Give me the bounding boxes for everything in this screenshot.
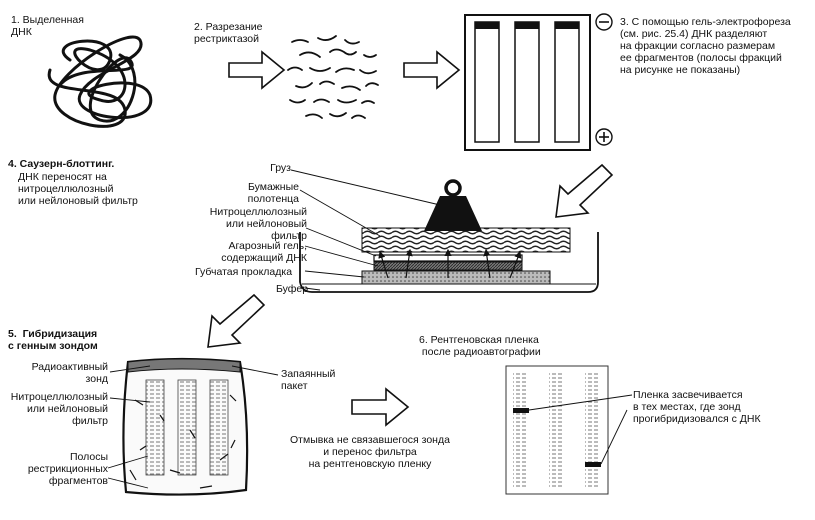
label-probe: Радиоактивный зонд xyxy=(31,361,108,385)
xray-film xyxy=(505,365,609,495)
wash-caption: Отмывка не связавшегося зонда и перенос … xyxy=(290,434,450,470)
arrow-down-left-icon xyxy=(207,293,266,348)
step4-title: 4. Саузерн-блоттинг. xyxy=(8,158,115,170)
step6-title: 6. Рентгеновская пленка после радиоавтог… xyxy=(419,334,541,358)
dna-fragments-icon xyxy=(287,35,379,119)
minus-electrode-icon xyxy=(595,13,613,31)
label-weight: Груз xyxy=(270,162,291,174)
label-filter: Нитроцеллюлозный или нейлоновый фильтр xyxy=(209,206,307,242)
tangled-dna-icon xyxy=(47,35,153,128)
electrophoresis-gel xyxy=(464,14,591,151)
weight-icon xyxy=(424,179,482,231)
sealed-bag xyxy=(122,357,249,496)
film-band-1 xyxy=(513,408,529,413)
blotting-apparatus xyxy=(299,227,599,293)
step1-label: 1. Выделенная ДНК xyxy=(11,14,84,38)
label-buffer: Буфер xyxy=(276,283,309,295)
film-leader-lines xyxy=(528,394,633,465)
film-note: Пленка засвечивается в тех местах, где з… xyxy=(633,389,761,425)
step2-label: 2. Разрезание рестриктазой xyxy=(194,21,263,45)
step5-title: 5. Гибридизация с генным зондом xyxy=(8,328,98,352)
plus-electrode-icon xyxy=(595,128,613,146)
label-bands: Полосы рестрикционных фрагментов xyxy=(27,451,108,487)
arrow-down-left-icon xyxy=(555,163,614,218)
arrow-right-icon xyxy=(351,387,410,427)
label-bag: Запаянный пакет xyxy=(281,368,336,392)
label-gel: Агарозный гель, содержащий ДНК xyxy=(221,240,307,264)
film-band-2 xyxy=(585,462,601,467)
blot-leader-lines xyxy=(290,169,441,291)
capillary-arrows xyxy=(378,248,522,279)
label-filter-5: Нитроцеллюлозный или нейлоновый фильтр xyxy=(10,391,108,427)
label-sponge: Губчатая прокладка xyxy=(195,266,293,278)
step4-text: ДНК переносят на нитроцеллюлозный или не… xyxy=(18,171,138,207)
label-paper: Бумажные полотенца xyxy=(247,181,299,205)
arrow-right-icon xyxy=(228,50,286,90)
arrow-right-icon xyxy=(403,50,461,90)
bag-leader-lines xyxy=(107,365,279,489)
step3-label: 3. С помощью гель-электрофореза (см. рис… xyxy=(620,16,791,76)
